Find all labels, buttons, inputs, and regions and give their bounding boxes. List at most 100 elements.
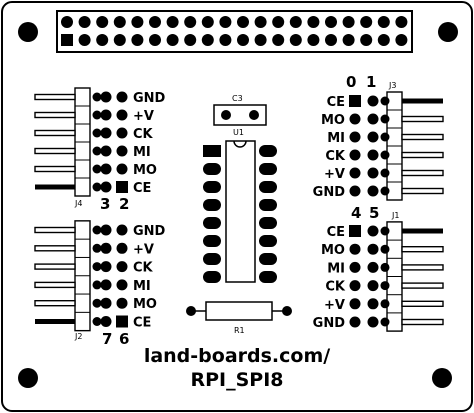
capacitor-c3: C3	[213, 94, 267, 126]
j1-via	[380, 262, 390, 272]
gpio-pin	[219, 16, 232, 28]
gpio-pin	[166, 34, 179, 46]
j2-via	[92, 280, 102, 290]
j2-jumper-pad	[100, 242, 112, 254]
j3-jumper-pad	[367, 131, 379, 143]
gpio-pin	[395, 16, 408, 28]
j2-pin-1-lead	[35, 319, 75, 324]
j4-pin-lead	[34, 165, 76, 173]
j2-jumper-right-number: 6	[119, 330, 129, 348]
j3-jumper-pad	[349, 131, 361, 143]
gpio-pin	[237, 16, 249, 28]
gpio-pin	[272, 16, 285, 28]
j1-jumper-pad	[367, 225, 379, 237]
j1-jumper-pad	[349, 243, 361, 255]
j3-signal-label: MO	[321, 113, 345, 128]
gpio-pin	[96, 34, 109, 46]
u1-pad	[203, 199, 221, 211]
gpio-pin	[325, 34, 337, 46]
j4-jumper-pad	[116, 163, 128, 175]
j2-jumper-pad-square	[116, 315, 128, 328]
r1-label: R1	[234, 326, 245, 335]
j2-via	[92, 243, 102, 253]
footer-board-name: RPI_SPI8	[190, 369, 283, 391]
j4-jumper-pad	[100, 145, 112, 157]
u1-pad-1	[203, 145, 221, 157]
j4-pin-lead	[34, 129, 76, 137]
j3-via	[380, 96, 390, 106]
j3-pin-1-lead	[402, 98, 443, 104]
j4-signal-label: GND	[133, 91, 166, 106]
j4-via	[92, 164, 102, 174]
j2-pin-lead	[34, 281, 76, 289]
u1-pad	[259, 145, 277, 157]
j1-jumper-left-number: 4	[351, 204, 361, 222]
gpio-pin	[377, 16, 390, 28]
mounting-hole-top-right	[438, 22, 458, 42]
j3-pin-lead	[401, 151, 444, 159]
j1-jumper-right-number: 5	[369, 204, 379, 222]
j4-jumper-pad	[116, 91, 128, 103]
j3-pin-lead	[401, 169, 444, 177]
j1-jumper-pad	[367, 261, 379, 273]
u1-pad	[259, 253, 277, 265]
j4-jumper-pad	[100, 181, 112, 193]
j1-ref-label: J1	[391, 211, 399, 220]
j1-jumper-pad	[367, 280, 379, 292]
j1-via	[380, 299, 390, 309]
j3-signal-label: CK	[325, 149, 346, 164]
j2-pin-lead	[34, 263, 76, 270]
j3-jumper-pad	[367, 113, 379, 125]
gpio-pin	[272, 34, 285, 46]
j3-jumper-pad	[367, 185, 379, 197]
j2-via	[92, 262, 102, 272]
j1-pin-lead	[401, 282, 444, 289]
j2-signal-label: +V	[133, 242, 154, 257]
j4-jumper-pad-square	[116, 181, 128, 193]
j1-via	[380, 244, 390, 254]
j4-pin-lead	[34, 147, 76, 155]
gpio-pin	[78, 34, 91, 46]
j3-jumper-pad	[349, 113, 361, 125]
gpio-pin	[96, 16, 109, 28]
gpio-pin	[201, 34, 214, 46]
gpio-pin	[342, 16, 355, 28]
j3-jumper-pad	[367, 95, 379, 107]
j4-pin-lead	[34, 111, 76, 119]
j4-jumper-pad	[116, 145, 128, 157]
j4-signal-label: +V	[133, 109, 154, 124]
j1-via	[380, 226, 390, 236]
j2-signal-label: CE	[133, 316, 151, 331]
c3-label: C3	[232, 94, 243, 103]
j1-signal-label: CE	[327, 225, 345, 240]
j4-via	[92, 182, 102, 192]
j3-via	[380, 186, 390, 196]
j4-jumper-pad	[100, 163, 112, 175]
j1-pin-lead	[401, 318, 444, 326]
j2-pin-lead	[34, 300, 76, 307]
j1-pin-lead	[401, 245, 444, 253]
ic-u1: U1	[203, 128, 277, 283]
u1-pad	[203, 217, 221, 229]
u1-pad	[259, 217, 277, 229]
gpio-pin	[149, 34, 161, 46]
gpio-pin-1	[61, 34, 73, 46]
j2-via	[92, 225, 102, 235]
j2-jumper-pad	[100, 261, 112, 273]
gpio-pin	[184, 34, 197, 46]
j3-jumper-pad	[349, 185, 361, 197]
j1-jumper-pad	[367, 316, 379, 328]
gpio-pin	[395, 34, 408, 46]
j4-signal-label: MO	[133, 163, 157, 178]
j4-pin-1-lead	[35, 184, 75, 190]
j3-jumper-pad	[349, 167, 361, 179]
j4-signal-label: MI	[133, 145, 151, 160]
gpio-pin	[113, 16, 126, 28]
j3-via	[380, 168, 390, 178]
gpio-pin	[131, 16, 144, 28]
u1-pad	[259, 199, 277, 211]
j1-jumper-pad	[367, 298, 379, 310]
